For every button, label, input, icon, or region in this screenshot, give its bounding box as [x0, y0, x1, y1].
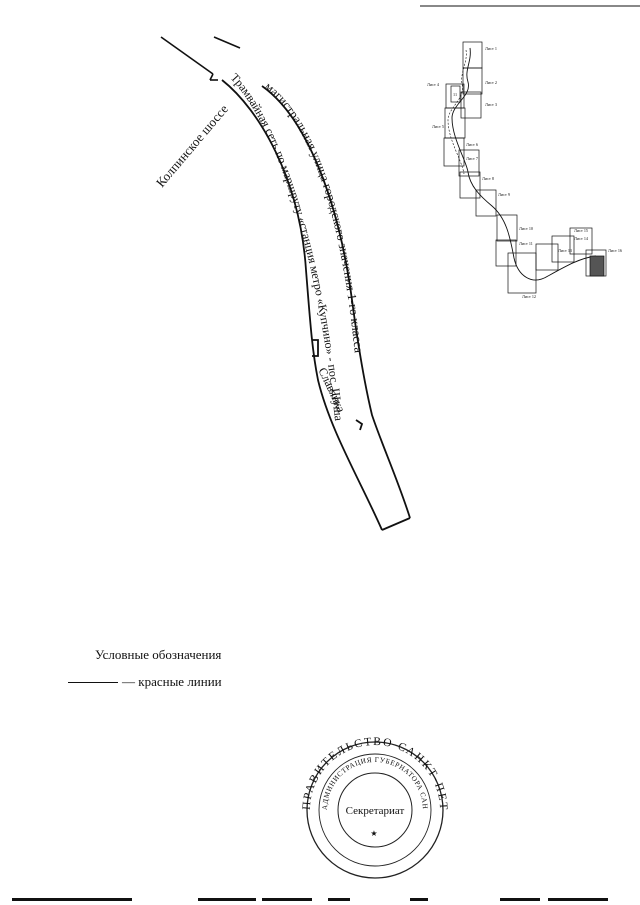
svg-text:Лист 12: Лист 12 [522, 294, 536, 299]
svg-text:Лист 3: Лист 3 [485, 102, 497, 107]
red-line-end [381, 517, 411, 531]
sheet-6 [443, 137, 465, 167]
red-line-notch-2 [355, 419, 364, 431]
svg-text:11: 11 [453, 92, 457, 97]
sheet-9 [475, 189, 497, 217]
sheet-1 [462, 41, 483, 69]
red-line-left [221, 79, 383, 531]
svg-text:Лист 5: Лист 5 [432, 124, 444, 129]
kolpinskoe-highway [160, 36, 241, 81]
red-line-right [261, 85, 411, 519]
svg-text:Лист 14: Лист 14 [574, 236, 589, 241]
index-map-labels: Лист 1 Лист 2 Лист 4 Лист 3 Лист 5 Лист … [427, 46, 622, 299]
sheet-13 [535, 243, 559, 271]
sheet-15 [569, 227, 593, 255]
index-map [443, 41, 607, 294]
svg-text:Лист 4: Лист 4 [427, 82, 440, 87]
svg-text:Лист 15: Лист 15 [574, 228, 588, 233]
svg-text:Лист 11: Лист 11 [519, 241, 533, 246]
svg-text:Лист 1: Лист 1 [485, 46, 497, 51]
sheet-14 [551, 235, 575, 263]
red-line-notch [312, 339, 319, 357]
route-trace-2 [447, 49, 467, 175]
sheet-12 [507, 252, 537, 294]
route-trace [451, 47, 597, 281]
legend-title: Условные обозначения [95, 647, 222, 662]
stamp-center-text: Секретариат [346, 805, 405, 817]
legend-red-lines-label: — красные линии [122, 674, 222, 689]
svg-text:Лист 8: Лист 8 [482, 176, 494, 181]
svg-text:Лист 16: Лист 16 [608, 248, 622, 253]
sheet-2 [462, 67, 483, 95]
legend-red-line-symbol [68, 682, 118, 683]
sheet-hatch [589, 255, 605, 277]
svg-text:Лист 7: Лист 7 [466, 156, 478, 161]
street-label-line1: магистральная улица городского значения … [262, 79, 366, 354]
road-label: Колпинское шоссе [153, 101, 231, 190]
svg-text:Лист 6: Лист 6 [466, 142, 478, 147]
svg-text:Лист 2: Лист 2 [485, 80, 497, 85]
street-label-line2: Трамвайная сеть по маршруту «станция мет… [0, 0, 346, 422]
svg-text:Лист 10: Лист 10 [519, 226, 533, 231]
sheet-3 [460, 91, 482, 119]
stamp-outer-text: ПРАВИТЕЛЬСТВО САНКТ-ПЕТЕРБУРГА [0, 0, 447, 812]
inset-box [450, 85, 461, 103]
sheet-10 [496, 214, 518, 242]
sheet-8 [459, 171, 481, 199]
stamp-star: ★ [370, 829, 377, 838]
svg-text:Лист 9: Лист 9 [498, 192, 510, 197]
official-stamp: ПРАВИТЕЛЬСТВО САНКТ-ПЕТЕРБУРГА АДМИНИСТР… [0, 0, 447, 879]
street-red-lines [221, 79, 411, 531]
svg-text:Лист 13: Лист 13 [558, 248, 572, 253]
